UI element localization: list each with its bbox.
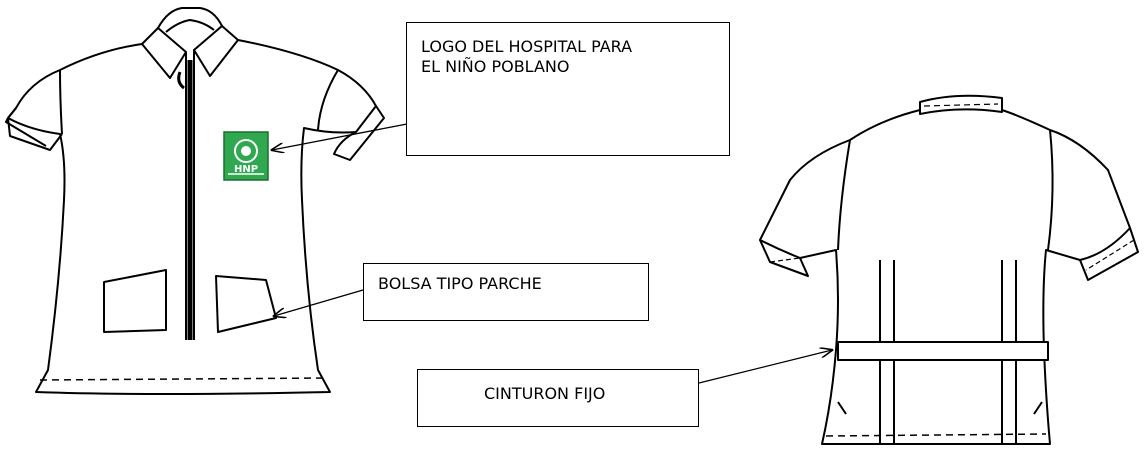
logo-callout-line2: EL NIÑO POBLANO — [421, 57, 570, 76]
back-shirt-drawing — [759, 94, 1139, 445]
logo-badge-text: HNP — [234, 164, 258, 175]
front-shirt-drawing — [5, 7, 385, 395]
callout-arrows — [272, 123, 832, 384]
cinturon-arrow — [698, 350, 832, 384]
logo-callout-line1: LOGO DEL HOSPITAL PARA — [421, 37, 633, 56]
logo-callout-box: LOGO DEL HOSPITAL PARA EL NIÑO POBLANO — [406, 22, 730, 156]
bolsa-callout-label: BOLSA TIPO PARCHE — [378, 274, 542, 293]
logo-arrow — [272, 123, 408, 150]
hospital-logo-badge: HNP — [223, 131, 269, 181]
cinturon-callout-box: CINTURON FIJO — [417, 369, 699, 427]
cinturon-callout-label: CINTURON FIJO — [484, 384, 606, 403]
bolsa-arrow — [274, 289, 364, 316]
bolsa-callout-box: BOLSA TIPO PARCHE — [363, 263, 649, 321]
